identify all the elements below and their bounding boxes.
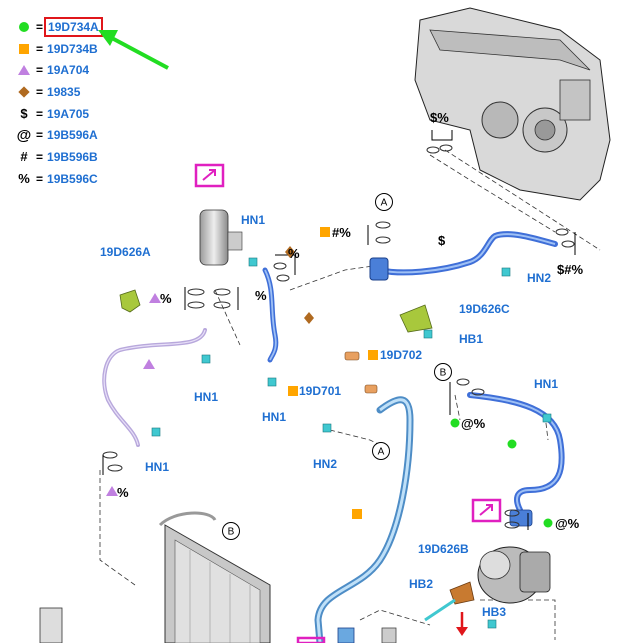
svg-text:A: A [378, 447, 385, 458]
legend-code: 19A704 [47, 63, 90, 78]
legend-row-19b596a: @ = 19B596A [16, 124, 136, 146]
bolts [151, 257, 552, 629]
symbol-percent: % [160, 291, 172, 306]
discharge-hose [314, 396, 414, 643]
compressor-illustration [477, 509, 551, 604]
part-label-19d701: 19D701 [299, 384, 341, 398]
bracket-lines [102, 130, 576, 530]
legend-symbol-dollar: $ [20, 106, 28, 122]
circle-callout-b: B [434, 363, 452, 381]
legend-row-19b596b: # = 19B596B [16, 146, 136, 168]
condenser-illustration [158, 511, 271, 643]
legend-row-19a704: = 19A704 [16, 59, 136, 81]
legend-row-19b596c: % = 19B596C [16, 168, 136, 190]
part-label-hn2: HN2 [527, 271, 551, 285]
symbol-at-percent: @% [555, 516, 580, 531]
legend-code: 19B596C [47, 171, 98, 186]
circle-callout-b: B [222, 522, 240, 540]
circle-callout-a: A [372, 442, 390, 460]
symbol-at-percent: @% [461, 416, 486, 431]
part-label-hb2: HB2 [409, 577, 433, 591]
hvac-unit-illustration [414, 7, 611, 201]
orange-square-markers [288, 227, 378, 519]
legend-code: 19D734A [44, 16, 103, 37]
legend-code: 19D734B [47, 41, 98, 56]
legend-code: 19B596B [47, 149, 98, 164]
symbol-percent: % [255, 288, 267, 303]
fittings [39, 289, 475, 643]
circle-callout-a: A [375, 193, 393, 211]
suction-hose [369, 231, 558, 281]
part-label-hn1: HN1 [262, 410, 286, 424]
callout-box [296, 636, 326, 643]
leader-lines [99, 149, 601, 640]
part-label-hn1: HN1 [534, 377, 558, 391]
part-label-hb3: HB3 [482, 605, 506, 619]
legend-symbol-percent: % [18, 171, 30, 187]
part-label-hn1: HN1 [145, 460, 169, 474]
part-label-hb1: HB1 [459, 332, 483, 346]
legend-equals: = [36, 149, 44, 164]
part-label-hn1: HN1 [194, 390, 218, 404]
part-label-19d702: 19D702 [380, 348, 422, 362]
green-dot-icon [16, 21, 32, 32]
red-arrow-icon [456, 612, 468, 636]
legend-row-19835: = 19835 [16, 81, 136, 103]
symbol-hash-percent: #% [332, 225, 351, 240]
svg-text:A: A [381, 198, 388, 209]
part-label-19d626c: 19D626C [459, 302, 510, 316]
symbol-percent: % [117, 485, 129, 500]
legend-equals: = [36, 63, 44, 78]
o-rings [102, 144, 575, 529]
legend-code: 19B596A [47, 128, 98, 143]
lilac-line [102, 328, 207, 447]
purple-triangle-markers [106, 293, 161, 496]
legend-equals: = [36, 128, 44, 143]
brown-diamond-markers [285, 246, 314, 324]
legend-row-19d734b: = 19D734B [16, 38, 136, 60]
receiver-drier-illustration [199, 209, 243, 266]
green-arrow-icon [98, 30, 169, 70]
svg-text:B: B [228, 527, 235, 538]
legend-equals: = [36, 19, 44, 34]
legend: = 19D734A = 19D734B = 19A704 = 19835 $ =… [16, 16, 136, 190]
compressor-hose [467, 392, 565, 513]
callout-box [194, 163, 225, 188]
purple-triangle-icon [16, 65, 32, 76]
legend-row-19a705: $ = 19A705 [16, 103, 136, 125]
legend-symbol-hash: # [20, 149, 28, 165]
callout-box [471, 498, 502, 523]
liquid-hose-upper [262, 267, 279, 363]
legend-equals: = [36, 171, 44, 186]
legend-row-19d734a: = 19D734A [16, 16, 136, 38]
legend-equals: = [36, 41, 44, 56]
legend-symbol-at: @ [16, 126, 32, 144]
part-label-hn2: HN2 [313, 457, 337, 471]
legend-equals: = [36, 106, 44, 121]
part-label-19d626a: 19D626A [100, 245, 151, 259]
symbol-dollar-percent: $% [430, 110, 449, 125]
symbol-dollar: $ [438, 233, 446, 248]
green-dot-markers [450, 418, 553, 528]
orange-square-icon [16, 43, 32, 54]
symbol-percent: % [288, 246, 300, 261]
legend-equals: = [36, 84, 44, 99]
svg-text:B: B [440, 368, 447, 379]
symbol-dollar-hash-percent: $#% [557, 262, 583, 277]
legend-code: 19A705 [47, 106, 90, 121]
part-label-hn1: HN1 [241, 213, 265, 227]
legend-code: 19835 [47, 84, 81, 99]
part-label-19d626b: 19D626B [418, 542, 469, 556]
